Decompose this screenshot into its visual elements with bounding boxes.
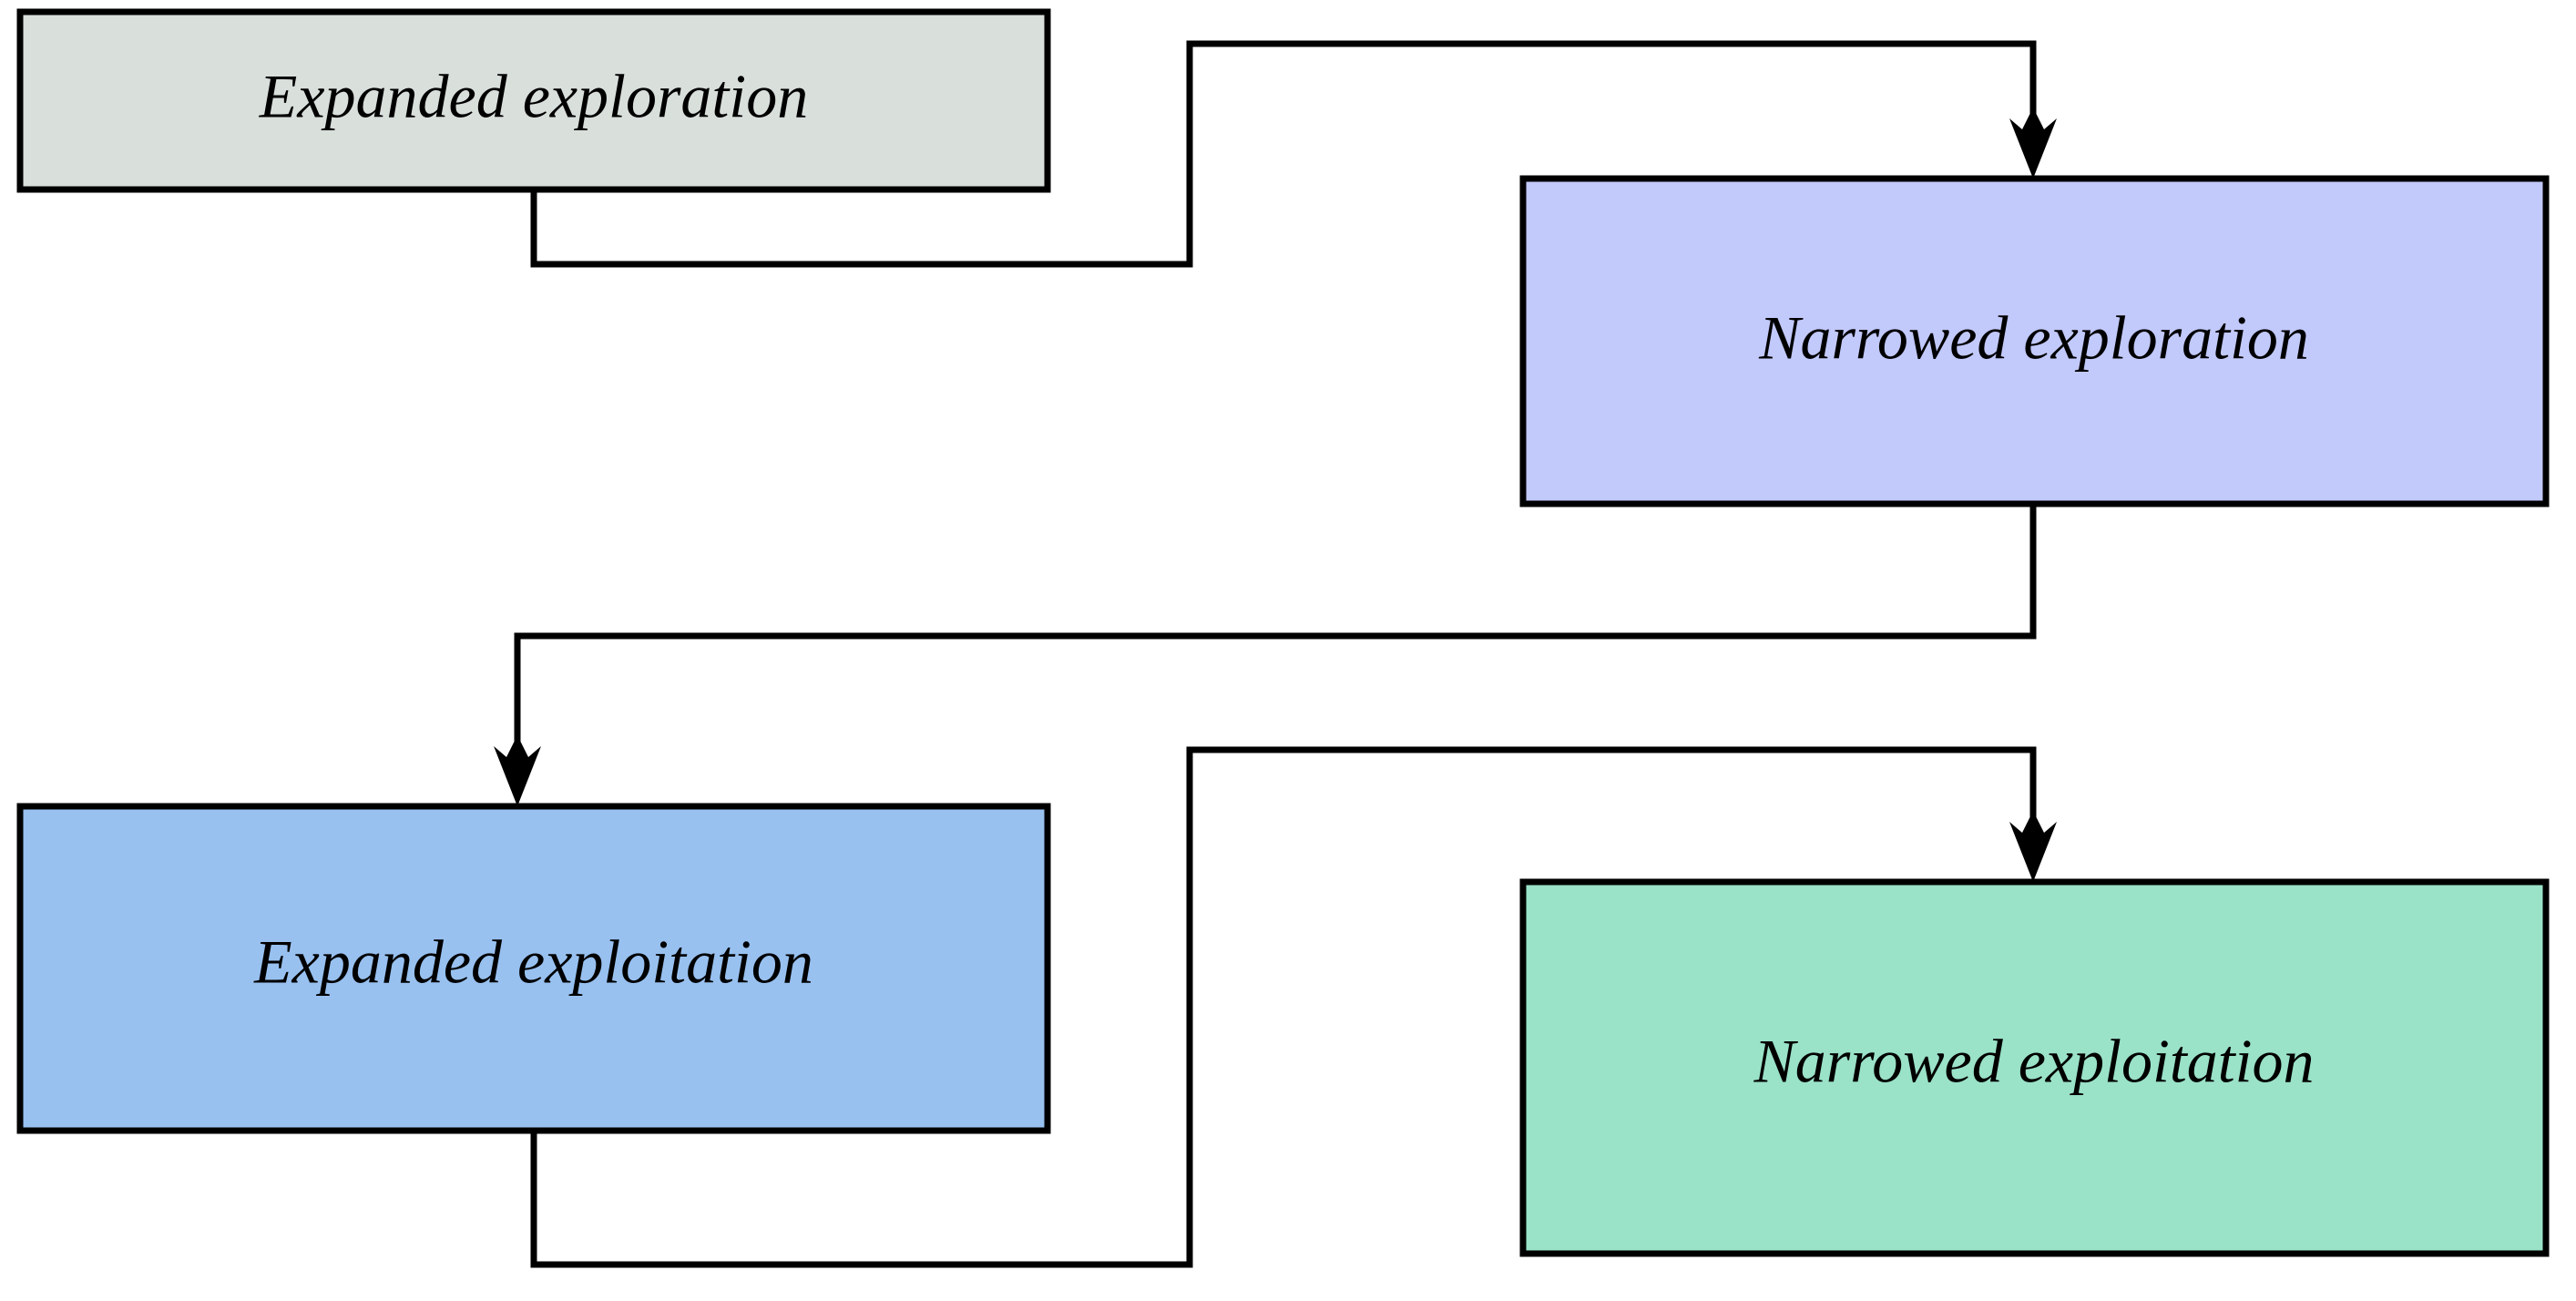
arrowhead-into-narrowed-exploitation [2009, 811, 2057, 882]
node-layer: Expanded exploration Narrowed exploratio… [16, 8, 2550, 1257]
node-expanded-exploration-box[interactable] [16, 8, 1051, 193]
node-expanded-exploration-label: Expanded exploration [259, 62, 808, 131]
node-narrowed-exploration-box[interactable] [1519, 175, 2550, 507]
node-narrowed-exploitation-label: Narrowed exploitation [1753, 1027, 2314, 1096]
edge-layer [514, 40, 2037, 1268]
node-narrowed-exploration[interactable]: Narrowed exploration [1519, 175, 2550, 507]
arrowhead-into-expanded-exploitation [494, 735, 541, 806]
arrowhead-into-narrowed-exploration [2009, 108, 2057, 179]
node-narrowed-exploitation[interactable]: Narrowed exploitation [1519, 878, 2550, 1257]
edge-expanded-exploitation-to-narrowed-exploitation [530, 746, 2037, 1268]
node-expanded-exploitation-label: Expanded exploitation [253, 927, 813, 997]
edge-narrowed-exploration-to-expanded-exploitation [514, 504, 2037, 787]
edge-expanded-exploration-to-narrowed-exploration [530, 40, 2037, 268]
node-expanded-exploitation[interactable]: Expanded exploitation [16, 803, 1051, 1134]
node-expanded-exploration[interactable]: Expanded exploration [16, 8, 1051, 193]
node-narrowed-exploitation-box[interactable] [1519, 878, 2550, 1257]
node-expanded-exploitation-box[interactable] [16, 803, 1051, 1134]
node-narrowed-exploration-label: Narrowed exploration [1758, 303, 2309, 373]
